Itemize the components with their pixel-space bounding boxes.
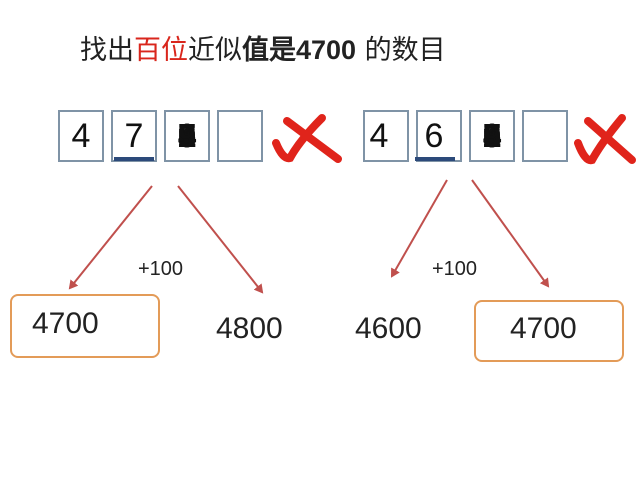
left-cross-icon [272,114,342,163]
title-number: 4700 [296,35,357,65]
right-thousands-digit: 4 [369,117,389,155]
right-plus-label: +100 [432,258,478,280]
right-arrow-down-left [391,179,448,278]
left-hundreds-underline [114,157,154,161]
left-thousands-digit: 4 [71,117,91,155]
left-result-high: 4800 [216,312,283,345]
right_group-stacked-digit-9: 9 [482,117,502,154]
title-part3: 的数目 [356,35,446,66]
left_group-stacked-digit-4: 4 [177,117,197,154]
title-bold: 值是 [242,35,296,66]
right-cell-4 [522,110,568,162]
left_group-stacked-digit-8: 8 [177,117,197,154]
left-cell-2 [111,110,157,162]
left-cell-4 [217,110,263,162]
right-result-high: 4700 [510,312,577,345]
left_group-stacked-digit-3: 3 [177,117,197,154]
left_group-stacked-digit-6: 6 [177,117,197,154]
right-hundreds-digit: 6 [424,117,444,155]
page-title: 找出百位近似值是4700 的数目 [80,28,446,67]
right_group-stacked-digit-6: 6 [482,117,502,154]
left_group-stacked-digit-5: 5 [177,117,197,154]
right_group-stacked-digit-1: 1 [482,117,502,154]
right-cross-icon [574,114,636,165]
left_group-stacked-digit-0: 0 [177,117,197,154]
left-cell-3 [164,110,210,162]
right-cell-1 [363,110,409,162]
left-arrow-down-right [177,185,264,294]
left-arrow-down-left [68,185,153,290]
left_group-stacked-digit-2: 2 [177,117,197,154]
right_group-stacked-digit-4: 4 [482,117,502,154]
title-highlight: 百位 [134,35,188,66]
left-plus-label: +100 [138,258,184,280]
right-hundreds-underline [415,157,455,161]
right-cell-3 [469,110,515,162]
left-cell-1 [58,110,104,162]
right_group-stacked-digit-5: 5 [482,117,502,154]
right_group-stacked-digit-2: 2 [482,117,502,154]
right-arrow-down-right [471,179,550,288]
left-answer-box [10,294,160,358]
left-result-low: 4700 [32,307,99,340]
right-result-low: 4600 [355,312,422,345]
left_group-stacked-digit-9: 9 [177,117,197,154]
title-part1: 找出 [80,35,134,66]
right_group-stacked-digit-8: 8 [482,117,502,154]
right_group-stacked-digit-0: 0 [482,117,502,154]
right_group-stacked-digit-3: 3 [482,117,502,154]
left_group-stacked-digit-1: 1 [177,117,197,154]
right_group-stacked-digit-7: 7 [482,117,502,154]
left-hundreds-digit: 7 [124,117,144,155]
right-cell-2 [416,110,462,162]
right-answer-box [474,300,624,362]
left_group-stacked-digit-7: 7 [177,117,197,154]
title-part2: 近似 [188,35,242,66]
